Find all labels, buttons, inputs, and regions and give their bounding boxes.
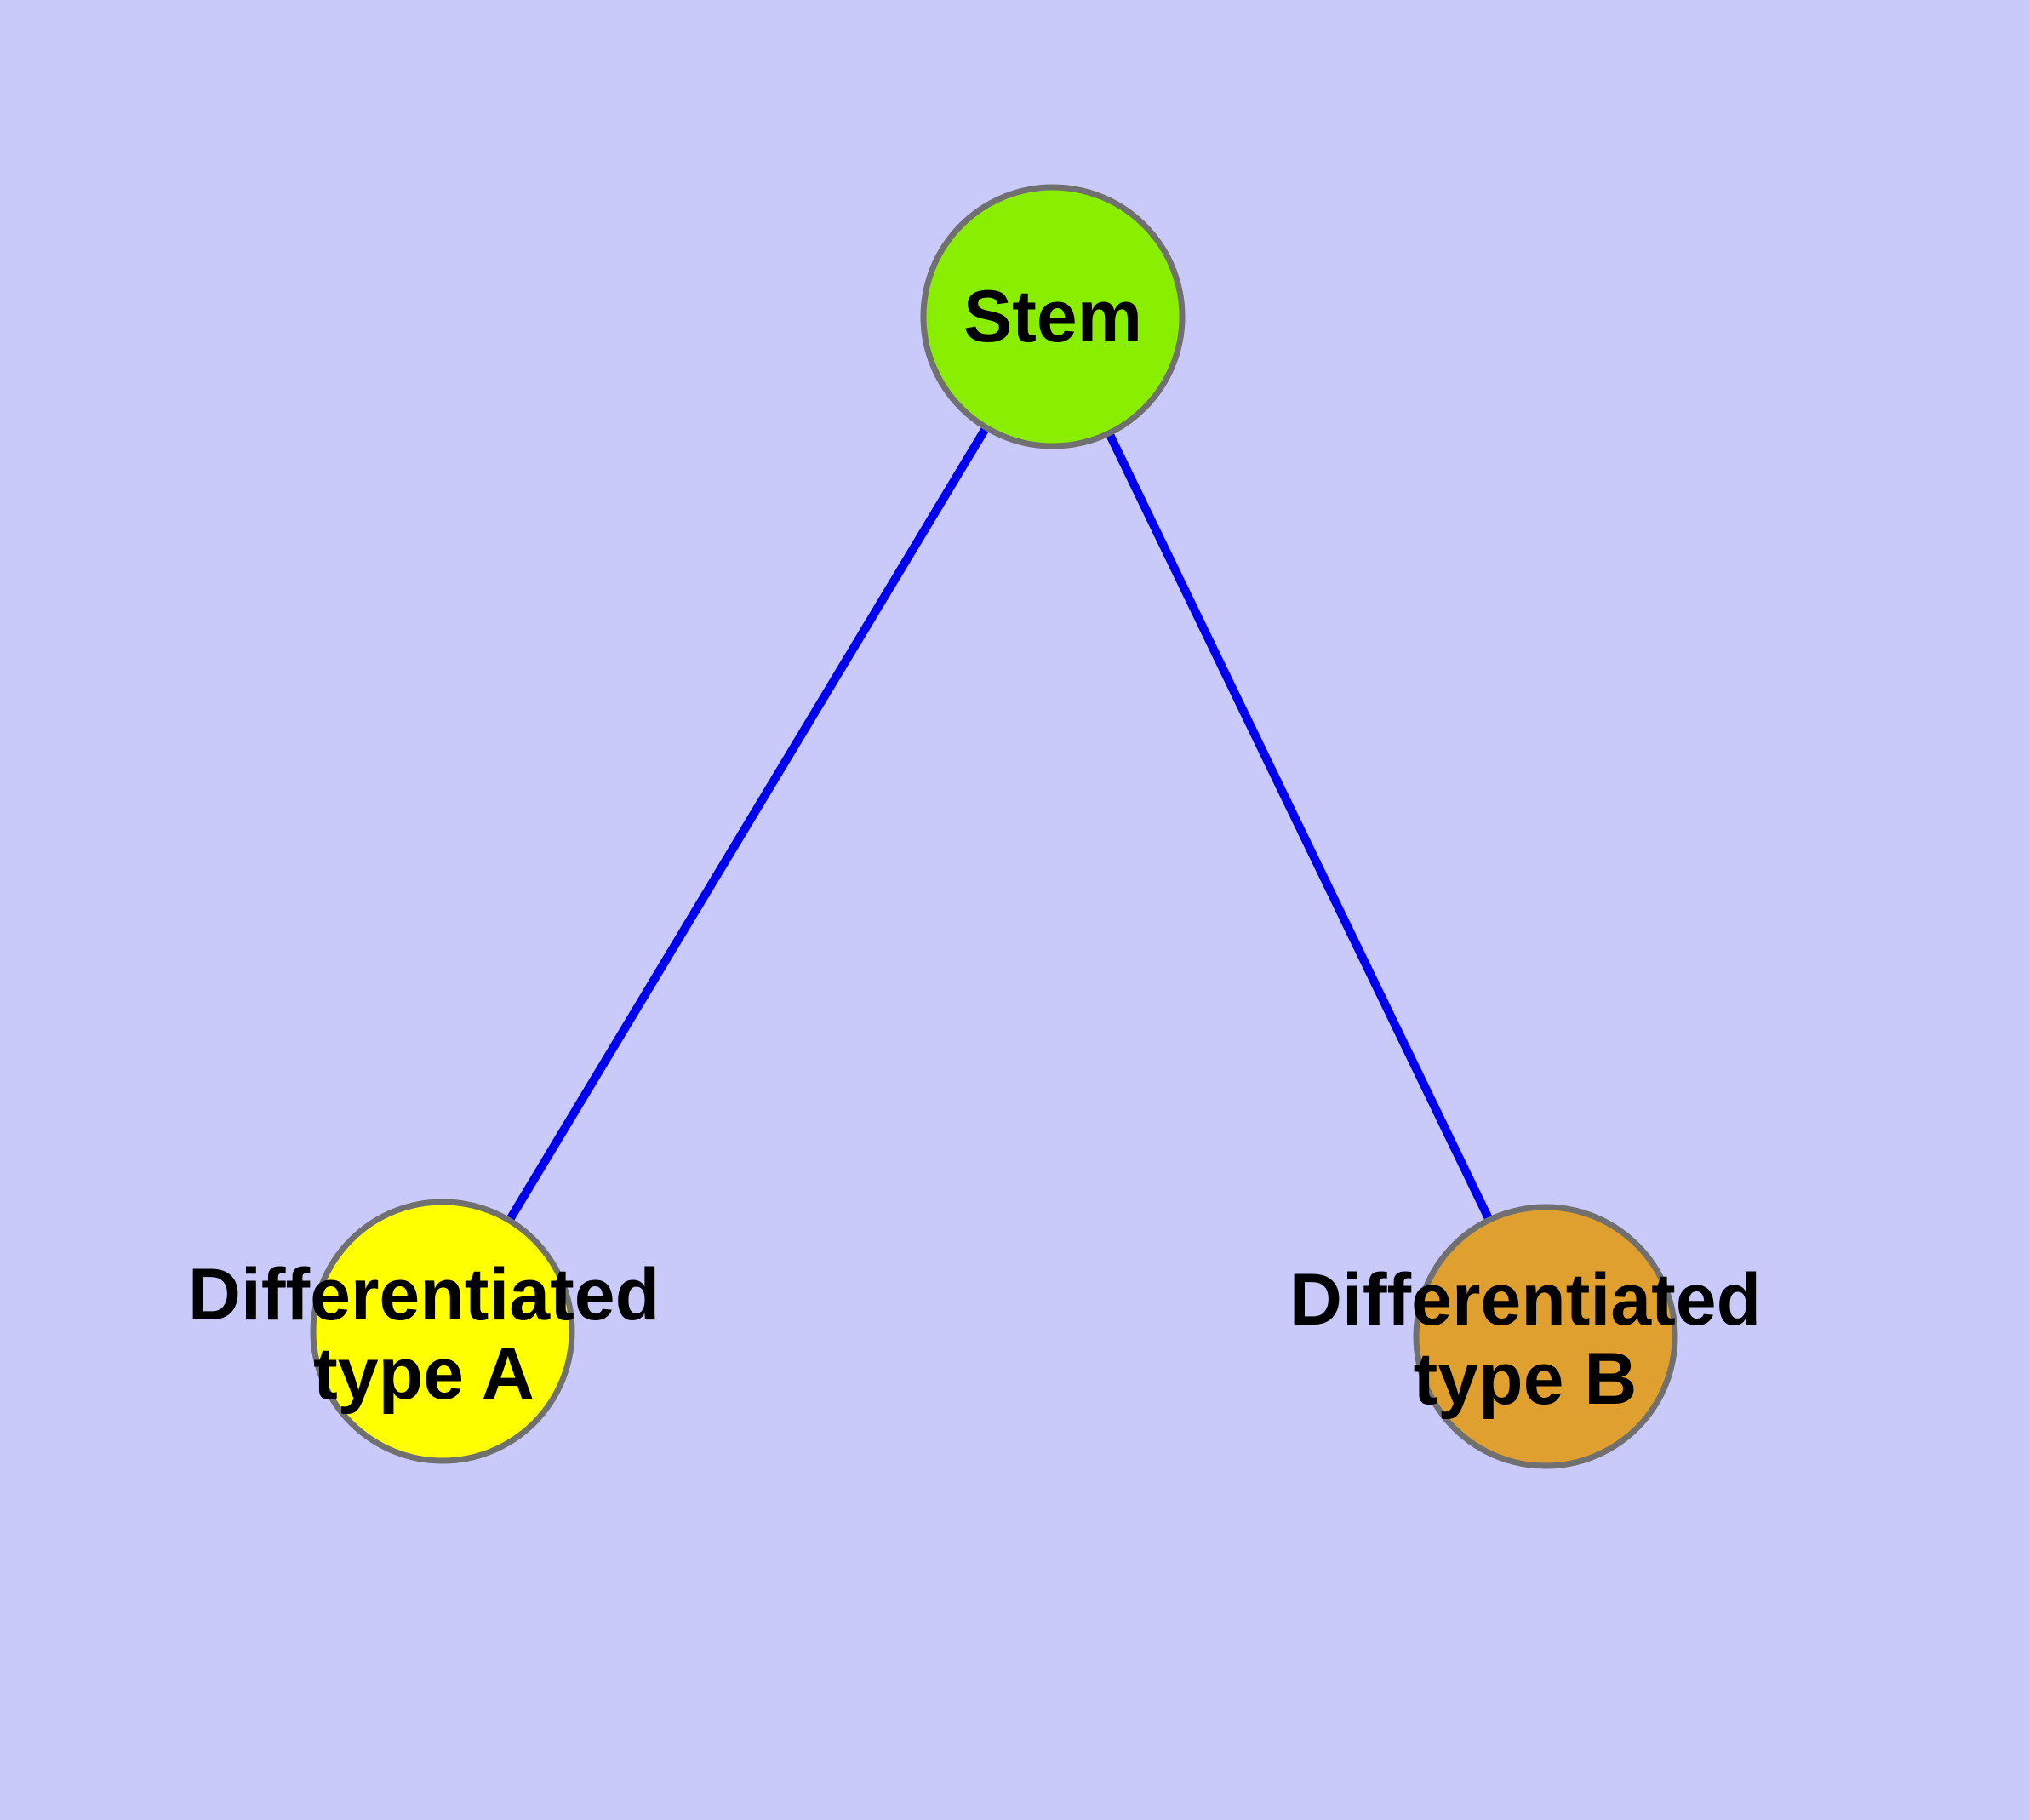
node-layer (310, 184, 1678, 1469)
edge-layer (438, 314, 1550, 1339)
node-stem[interactable] (920, 184, 1186, 449)
edge-stem-to-type-a[interactable] (438, 314, 1057, 1334)
node-differentiated-type-b[interactable] (1413, 1204, 1678, 1469)
edge-stem-to-type-b[interactable] (1049, 314, 1550, 1339)
node-differentiated-type-a[interactable] (310, 1199, 575, 1464)
